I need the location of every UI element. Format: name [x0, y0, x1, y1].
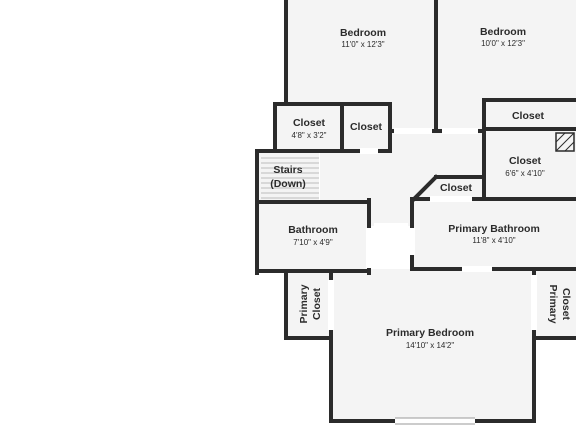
bedroom-1-dims: 11'0" x 12'3"	[341, 40, 384, 49]
primary-closet-right-label-2: Closet	[560, 288, 572, 321]
primary-closet-left-label-2: Closet	[311, 287, 323, 320]
closet-c-label: Closet	[512, 110, 545, 122]
primary-closet-right-label-group: Primary Closet	[547, 284, 572, 323]
primary-closet-left-label-group: Primary Closet	[298, 284, 323, 323]
bathroom-dims: 7'10" x 4'9"	[293, 238, 333, 247]
stairs-direction-label: (Down)	[270, 178, 306, 190]
stairs-label: Stairs	[273, 164, 302, 176]
closet-a-dims: 4'8" x 3'2"	[292, 131, 327, 140]
bathroom-label: Bathroom	[288, 224, 338, 236]
window-sill	[395, 417, 475, 425]
closet-b-label: Closet	[350, 121, 383, 133]
primary-bedroom-dims: 14'10" x 14'2"	[406, 341, 454, 350]
bedroom-2-label: Bedroom	[480, 26, 526, 38]
door-openings	[328, 128, 537, 424]
stair-treads	[261, 157, 319, 199]
bedroom-2-dims: 10'0" x 12'3"	[481, 39, 525, 48]
closet-d-dims: 6'6" x 4'10"	[505, 169, 545, 178]
closet-a-label: Closet	[293, 117, 326, 129]
shaft-hatch	[555, 132, 575, 152]
primary-closet-right-label: Primary	[547, 284, 559, 323]
primary-bathroom-dims: 11'8" x 4'10"	[472, 236, 515, 245]
primary-bathroom-label: Primary Bathroom	[448, 223, 540, 235]
primary-closet-left-label: Primary	[298, 284, 310, 323]
room-fills	[259, 0, 576, 420]
bedroom-1-label: Bedroom	[340, 27, 386, 39]
closet-e-label: Closet	[440, 182, 473, 194]
closet-d-label: Closet	[509, 155, 542, 167]
primary-bedroom-label: Primary Bedroom	[386, 327, 474, 339]
